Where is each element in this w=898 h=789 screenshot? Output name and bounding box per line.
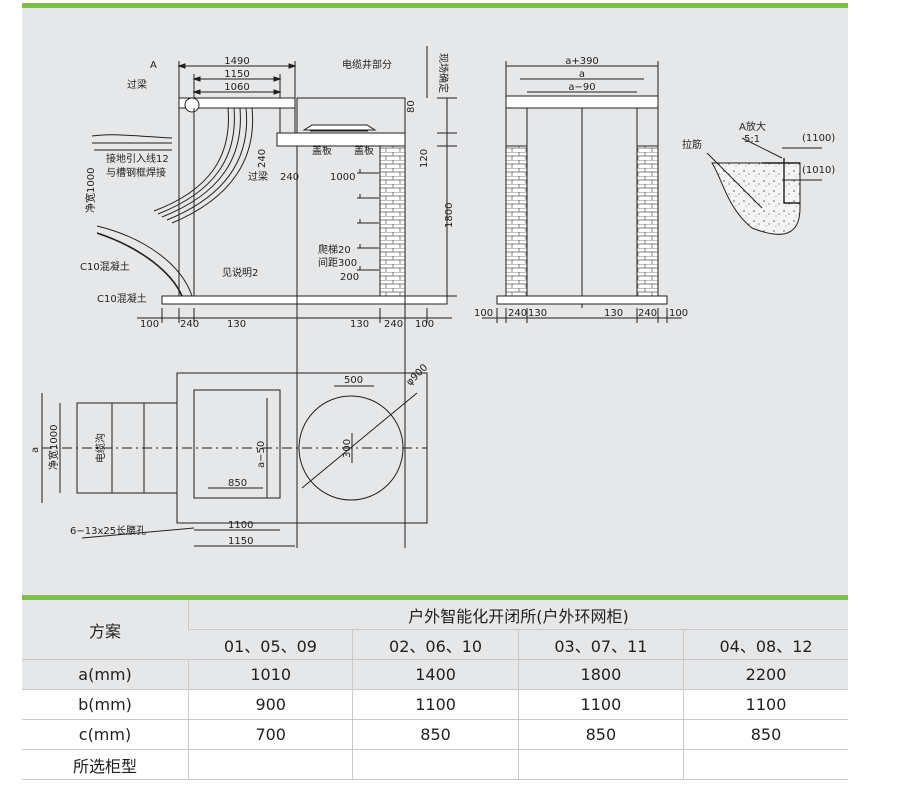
table-row: b(mm) 900 1100 1100 1100 [22, 689, 848, 720]
top-accent-bar [22, 3, 848, 8]
dim-200: 200 [340, 272, 359, 283]
table-row: 所选柜型 [22, 749, 848, 780]
dim-130-left: 130 [227, 319, 246, 330]
dim-100-left: 100 [140, 319, 159, 330]
row-label: c(mm) [22, 719, 189, 750]
table-accent-bar [22, 595, 848, 600]
table-cell: 700 [187, 719, 353, 750]
plan-dim-1100: 1100 [228, 520, 253, 531]
label-changyaokong: 6−13x25长腰孔 [70, 525, 146, 537]
dim-80: 80 [406, 100, 417, 113]
label-a-fangda: A放大 [739, 120, 766, 133]
column-header: 01、05、09 [188, 629, 353, 660]
dim-240-right: 240 [384, 319, 403, 330]
label-jianshuoming: 见说明2 [222, 266, 258, 279]
row-label: b(mm) [22, 689, 189, 720]
table-cell [187, 749, 353, 780]
dim-1000-h: 1000 [330, 172, 355, 183]
plan-dim-300: 300 [342, 439, 353, 458]
label-dianlanjing: 电缆井部分 [342, 58, 392, 71]
dim-1150: 1150 [224, 69, 249, 80]
plan-dim-1150: 1150 [228, 536, 253, 547]
column-header: 02、06、10 [352, 629, 519, 660]
header-scheme: 方案 [22, 600, 189, 660]
label-gaiban-2: 盖板 [354, 144, 374, 157]
dim-130-right: 130 [350, 319, 369, 330]
label-guoliang-mid: 过梁 [248, 170, 268, 183]
engineering-drawing: 1490 1150 1060 A 过梁 电缆井部分 现场确定 80 120 18… [22, 8, 848, 595]
dim-240-h: 240 [280, 172, 299, 183]
label-lajin: 拉筋 [682, 138, 702, 151]
dim-240-left: 240 [180, 319, 199, 330]
drawing-svg: 1490 1150 1060 A 过梁 电缆井部分 现场确定 80 120 18… [30, 46, 835, 548]
table-cell [352, 749, 519, 780]
column-header: 04、08、12 [683, 629, 848, 660]
table-cell [683, 749, 848, 780]
table-cell: 850 [517, 719, 684, 750]
front-dim-240-right: 240 [638, 308, 657, 319]
table-cell: 1800 [517, 659, 684, 690]
front-dim-100-left: 100 [474, 308, 493, 319]
label-1100: (1100) [802, 133, 835, 144]
column-header: 03、07、11 [517, 629, 684, 660]
spec-table: 方案 户外智能化开闭所(户外环网柜) 01、05、09 02、06、10 03、… [22, 600, 848, 780]
table-row: a(mm) 1010 1400 1800 2200 [22, 659, 848, 690]
label-c10-2: C10混凝土 [97, 292, 147, 305]
front-dim-130-right: 130 [604, 308, 623, 319]
label-A: A [150, 60, 157, 71]
table-cell: 850 [352, 719, 519, 750]
row-label: a(mm) [22, 659, 189, 690]
header-group-title: 户外智能化开闭所(户外环网柜) [188, 600, 848, 630]
table-cell: 1400 [352, 659, 519, 690]
dim-a: a [579, 69, 585, 80]
plan-dim-a-minus-50: a−50 [256, 441, 267, 468]
table-cell: 2200 [683, 659, 848, 690]
table-cell [517, 749, 684, 780]
plan-net-width: 净宽1000 [47, 425, 60, 470]
table-subheader-row: 01、05、09 02、06、10 03、07、11 04、08、12 [22, 629, 848, 660]
dim-1490: 1490 [224, 56, 249, 67]
label-guoliang-top: 过梁 [127, 78, 147, 91]
row-label: 所选柜型 [22, 749, 189, 780]
table-row: c(mm) 700 850 850 850 [22, 719, 848, 750]
table-cell: 1010 [187, 659, 353, 690]
dim-240-v: 240 [257, 149, 268, 168]
table-cell: 900 [187, 689, 353, 720]
label-pati-1: 爬梯20 [318, 243, 351, 256]
label-jingkuan: 净宽1000 [84, 168, 97, 213]
label-ratio: 5:1 [744, 134, 760, 145]
dim-a-minus-90: a−90 [568, 82, 595, 93]
dim-a-plus-390: a+390 [565, 56, 599, 67]
label-jiedi-2: 与槽钢框焊接 [106, 166, 166, 179]
label-c10-1: C10混凝土 [80, 260, 130, 273]
plan-dim-a: a [30, 447, 41, 453]
plan-dim-phi900: φ900 [404, 362, 430, 388]
label-xianchang: 现场确定 [437, 53, 450, 93]
table-header-row: 方案 户外智能化开闭所(户外环网柜) [22, 600, 848, 660]
label-pati-2: 间距300 [318, 256, 357, 269]
dim-100-right: 100 [415, 319, 434, 330]
front-dim-240-left: 240 [508, 308, 527, 319]
table-cell: 850 [683, 719, 848, 750]
front-dim-130-left: 130 [528, 308, 547, 319]
label-dianlangou: 电缆沟 [94, 433, 107, 463]
plan-dim-850: 850 [228, 478, 247, 489]
table-cell: 1100 [683, 689, 848, 720]
dim-120: 120 [419, 149, 430, 168]
label-jiedi-1: 接地引入线12 [106, 152, 169, 165]
table-cell: 1100 [517, 689, 684, 720]
label-1010: (1010) [802, 165, 835, 176]
front-dim-100-right: 100 [669, 308, 688, 319]
plan-dim-500: 500 [344, 375, 363, 386]
dim-1800: 1800 [444, 203, 455, 228]
table-cell: 1100 [352, 689, 519, 720]
label-gaiban-1: 盖板 [312, 144, 332, 157]
dim-1060: 1060 [224, 82, 249, 93]
